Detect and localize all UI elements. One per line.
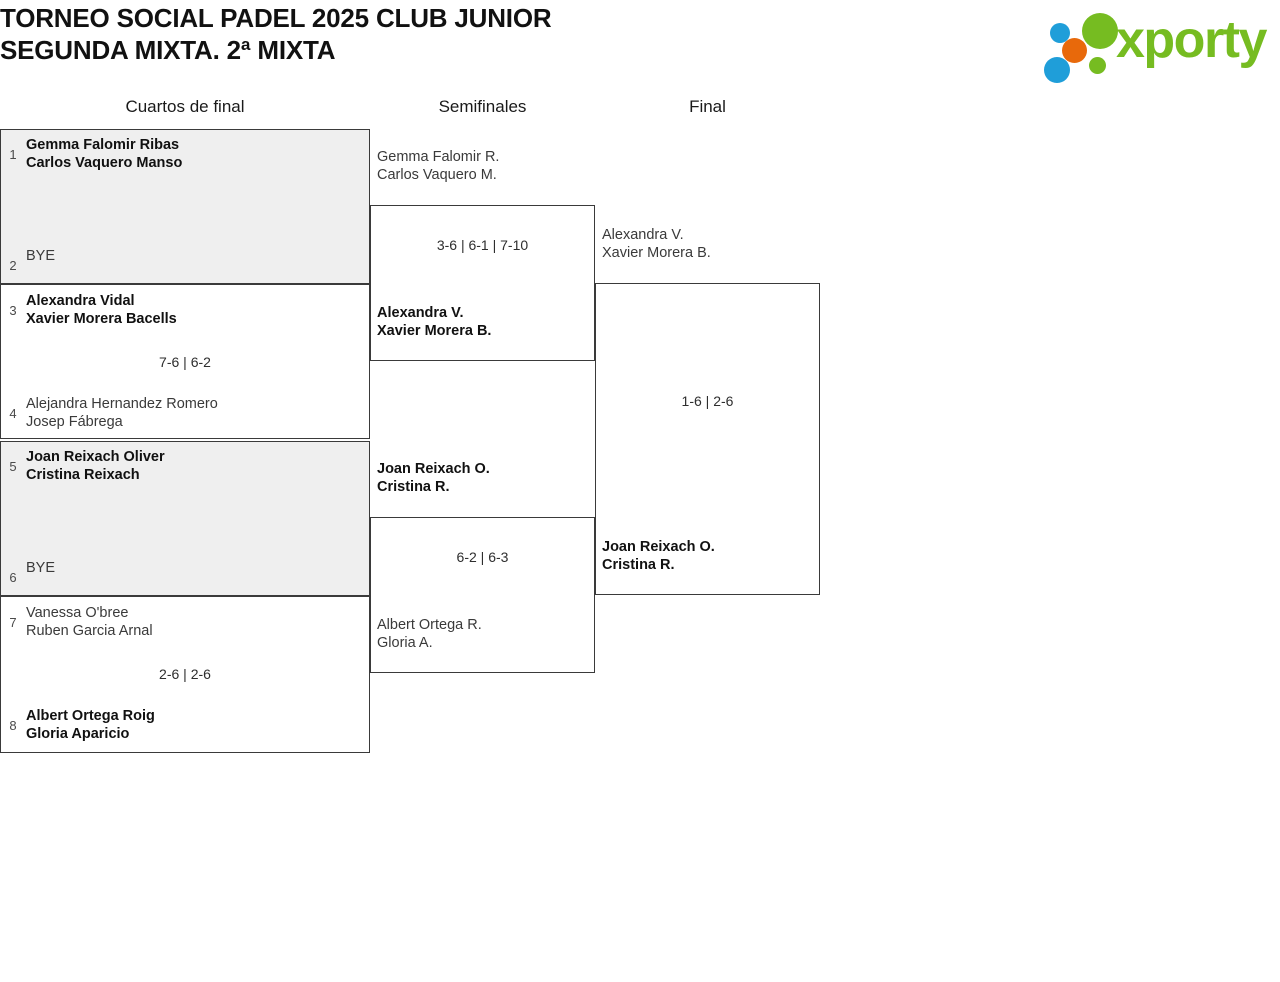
seed-number: 2 (9, 258, 17, 273)
sf-match-1-box[interactable] (370, 205, 595, 361)
qf-match-1-bottom-entry[interactable]: 2 BYE (0, 247, 370, 275)
logo-dot-green-small-icon (1089, 57, 1106, 74)
logo-dot-orange-icon (1062, 38, 1087, 63)
player-names: Joan Reixach Oliver Cristina Reixach (26, 449, 165, 483)
page-title: TORNEO SOCIAL PADEL 2025 CLUB JUNIOR SEG… (0, 3, 552, 65)
xporty-logo[interactable]: xporty (1042, 5, 1277, 83)
logo-dot-green-large-icon (1082, 13, 1118, 49)
qf-match-1-top-entry[interactable]: 1 Gemma Falomir Ribas Carlos Vaquero Man… (0, 136, 370, 172)
qf-match-3[interactable] (0, 441, 370, 596)
qf-match-4-score: 2-6 | 2-6 (159, 666, 211, 682)
qf-match-2-score: 7-6 | 6-2 (159, 354, 211, 370)
logo-dot-blue-bottom-icon (1044, 57, 1070, 83)
qf-match-2-top-entry[interactable]: 3 Alexandra Vidal Xavier Morera Bacells (0, 292, 370, 328)
bye-label: BYE (26, 248, 56, 264)
bye-label: BYE (26, 560, 56, 576)
sf-match-1-top-entry[interactable]: Gemma Falomir R. Carlos Vaquero M. (377, 149, 500, 183)
round-header-final: Final (689, 97, 726, 116)
logo-dot-blue-top-icon (1050, 23, 1070, 43)
final-match-box[interactable] (595, 283, 820, 595)
final-match-score: 1-6 | 2-6 (681, 393, 734, 409)
seed-number: 5 (9, 459, 17, 474)
round-header-semifinals: Semifinales (438, 97, 527, 116)
qf-match-2-bottom-entry[interactable]: 4 Alejandra Hernandez Romero Josep Fábre… (0, 395, 370, 431)
player-names: Gemma Falomir Ribas Carlos Vaquero Manso (26, 137, 183, 171)
final-match-top-entry[interactable]: Alexandra V. Xavier Morera B. (602, 227, 711, 261)
qf-match-3-top-entry[interactable]: 5 Joan Reixach Oliver Cristina Reixach (0, 448, 370, 484)
qf-match-2[interactable] (0, 284, 370, 439)
sf-match-2-box[interactable] (370, 517, 595, 673)
player-names: Alexandra Vidal Xavier Morera Bacells (26, 293, 177, 327)
seed-number: 7 (9, 615, 17, 630)
sf-match-2-bottom-entry[interactable]: Albert Ortega R. Gloria A. (377, 617, 482, 651)
player-names: Albert Ortega Roig Gloria Aparicio (26, 708, 155, 742)
logo-wordmark: xporty (1116, 11, 1267, 69)
qf-match-1[interactable] (0, 129, 370, 284)
qf-match-3-bottom-entry[interactable]: 6 BYE (0, 559, 370, 587)
final-match-bottom-entry[interactable]: Joan Reixach O. Cristina R. (602, 539, 715, 573)
sf-match-1-bottom-entry[interactable]: Alexandra V. Xavier Morera B. (377, 305, 492, 339)
seed-number: 4 (9, 406, 17, 421)
page-header: TORNEO SOCIAL PADEL 2025 CLUB JUNIOR SEG… (0, 0, 1280, 83)
sf-match-2-score: 6-2 | 6-3 (456, 549, 509, 565)
sf-match-2-top-entry[interactable]: Joan Reixach O. Cristina R. (377, 461, 490, 495)
qf-match-4[interactable] (0, 596, 370, 753)
seed-number: 6 (9, 570, 17, 585)
player-names: Alejandra Hernandez Romero Josep Fábrega (26, 396, 218, 430)
qf-match-4-bottom-entry[interactable]: 8 Albert Ortega Roig Gloria Aparicio (0, 707, 370, 743)
round-header-quarterfinals: Cuartos de final (125, 97, 245, 116)
qf-match-4-top-entry[interactable]: 7 Vanessa O'bree Ruben Garcia Arnal (0, 604, 370, 640)
player-names: Vanessa O'bree Ruben Garcia Arnal (26, 605, 153, 639)
sf-match-1-score: 3-6 | 6-1 | 7-10 (436, 237, 529, 253)
seed-number: 1 (9, 147, 17, 162)
seed-number: 8 (9, 718, 17, 733)
seed-number: 3 (9, 303, 17, 318)
